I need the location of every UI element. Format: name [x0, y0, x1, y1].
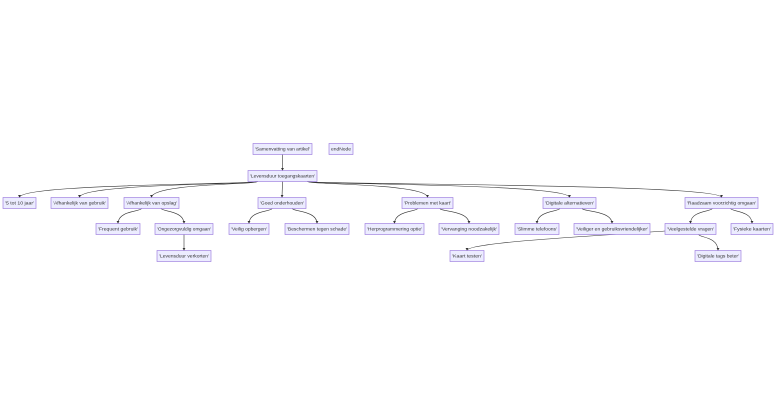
- node-label: 'Fysieke kaarten': [733, 227, 771, 232]
- edge-life-to-years: [18, 181, 258, 198]
- node-box: [401, 197, 454, 209]
- node-reprogram: 'Herprogrammering optie': [364, 223, 425, 235]
- node-faq: 'Veelgestelde vragen': [664, 223, 717, 235]
- node-summary: 'Samenvatting van artikel': [252, 143, 313, 155]
- node-box: [50, 197, 109, 209]
- node-life: 'Levensduur toegangskaarten': [247, 170, 318, 182]
- node-label: 'Goed onderhouden': [260, 201, 304, 206]
- edge-life-to-problems: [307, 181, 429, 198]
- node-phones: 'Slimme telefoons': [514, 223, 560, 235]
- edge-problems-to-reprogram: [393, 208, 418, 224]
- node-physical: 'Fysieke kaarten': [730, 223, 774, 235]
- node-box: [284, 223, 350, 235]
- edge-faq-to-tags: [698, 234, 720, 251]
- node-box: [514, 223, 560, 235]
- edge-maintained-to-safe: [247, 208, 273, 224]
- edge-careful-to-physical: [730, 208, 754, 224]
- node-label: 'Slimme telefoons': [517, 227, 557, 232]
- node-label: 'Vervanging noodzakelijk': [441, 227, 497, 232]
- node-replace: 'Vervanging noodzakelijk': [438, 223, 500, 235]
- node-box: [123, 197, 180, 209]
- node-label: 'Digitale alternatieven': [545, 201, 594, 206]
- node-label: '5 tot 10 jaar': [5, 201, 34, 206]
- node-box: [438, 223, 500, 235]
- node-box: [684, 197, 759, 209]
- edge-life-to-digital: [307, 181, 571, 198]
- node-label: 'Frequent gebruik': [98, 227, 138, 232]
- node-label: 'Samenvatting van artikel': [255, 147, 310, 152]
- node-label: 'Veiliger en gebruiksvriendelijker': [576, 227, 648, 232]
- node-box: [449, 250, 485, 262]
- edge-problems-to-replace: [439, 208, 471, 224]
- node-years: '5 tot 10 jaar': [2, 197, 37, 209]
- node-box: [2, 197, 37, 209]
- node-protect: 'Beschermen tegen schade': [284, 223, 350, 235]
- node-box: [247, 170, 318, 182]
- node-box: [95, 223, 141, 235]
- node-careful: 'Raadzaam voorzichtig omgaan': [684, 197, 759, 209]
- node-box: [252, 143, 313, 155]
- node-label: 'Levensduur verkorten': [159, 254, 209, 259]
- node-label: 'Afhankelijk van gebruik': [53, 201, 106, 206]
- node-box: [364, 223, 425, 235]
- edge-storage-to-careless: [160, 208, 186, 224]
- node-safe: 'Veilig opbergen': [228, 223, 270, 235]
- node-box: [542, 197, 597, 209]
- edge-life-to-maintained: [280, 181, 284, 198]
- node-box: [694, 250, 742, 262]
- node-box: [257, 197, 307, 209]
- node-label: 'Problemen met kaart': [404, 201, 451, 206]
- node-label: 'Herprogrammering optie': [367, 227, 422, 232]
- node-digital: 'Digitale alternatieven': [542, 197, 597, 209]
- node-label: endNode: [331, 147, 351, 152]
- node-end: endNode: [328, 143, 354, 155]
- node-label: 'Veilig opbergen': [231, 227, 267, 232]
- node-label: 'Kaart testen': [452, 254, 482, 259]
- node-box: [228, 223, 270, 235]
- node-label: 'Afhankelijk van opslag': [126, 201, 177, 206]
- node-usage: 'Afhankelijk van gebruik': [50, 197, 109, 209]
- node-test: 'Kaart testen': [449, 250, 485, 262]
- node-shorten: 'Levensduur verkorten': [156, 250, 212, 262]
- node-problems: 'Problemen met kaart': [401, 197, 454, 209]
- edge-careful-to-faq: [689, 208, 713, 224]
- edge-life-to-careful: [307, 181, 723, 198]
- node-label: 'Beschermen tegen schade': [287, 227, 347, 232]
- edge-life-to-storage: [150, 181, 258, 198]
- node-label: 'Ongezorgvuldig omgaan': [157, 227, 211, 232]
- node-maintained: 'Goed onderhouden': [257, 197, 307, 209]
- node-box: [154, 223, 214, 235]
- edge-storage-to-frequent: [116, 208, 142, 224]
- node-label: 'Digitale tags beter': [697, 254, 739, 259]
- node-box: [156, 250, 212, 262]
- edge-maintained-to-protect: [292, 208, 319, 224]
- node-label: 'Levensduur toegangskaarten': [250, 174, 315, 179]
- node-box: [664, 223, 717, 235]
- node-box: [730, 223, 774, 235]
- edge-digital-to-safer: [581, 208, 614, 224]
- node-label: 'Raadzaam voorzichtig omgaan': [687, 201, 756, 206]
- node-careless: 'Ongezorgvuldig omgaan': [154, 223, 214, 235]
- node-tags: 'Digitale tags beter': [694, 250, 742, 262]
- node-frequent: 'Frequent gebruik': [95, 223, 141, 235]
- node-safer: 'Veiliger en gebruiksvriendelijker': [573, 223, 651, 235]
- node-label: 'Veelgestelde vragen': [667, 227, 714, 232]
- node-box: [328, 143, 354, 155]
- node-storage: 'Afhankelijk van opslag': [123, 197, 180, 209]
- edge-digital-to-phones: [535, 208, 561, 224]
- node-box: [573, 223, 651, 235]
